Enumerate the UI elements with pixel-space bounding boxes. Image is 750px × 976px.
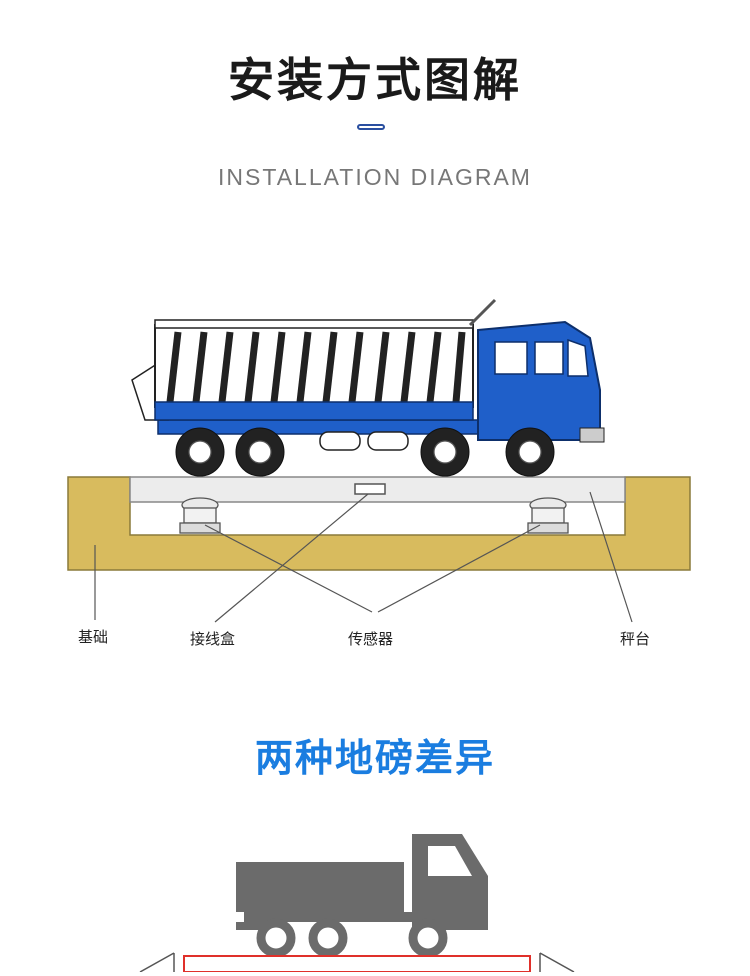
junction-box	[354, 483, 386, 495]
title-divider	[357, 124, 385, 130]
label-foundation: 基础	[78, 628, 109, 646]
gray-truck-icon	[139, 834, 575, 973]
page-title: 安装方式图解	[228, 53, 522, 107]
installation-diagram: 基础 接线盒 传感器 秤台	[0, 280, 750, 680]
label-junction-box: 接线盒	[190, 630, 236, 648]
page-subtitle: INSTALLATION DIAGRAM	[218, 164, 532, 190]
dump-truck	[131, 298, 605, 477]
truck-illustration	[0, 820, 750, 973]
sensor-right	[527, 497, 569, 534]
installation-illustration	[67, 298, 691, 623]
label-sensor: 传感器	[348, 630, 394, 648]
sensor-left	[179, 497, 221, 534]
section-title-difference: 两种地磅差异	[254, 736, 495, 780]
label-scale-platform: 秤台	[620, 630, 651, 648]
